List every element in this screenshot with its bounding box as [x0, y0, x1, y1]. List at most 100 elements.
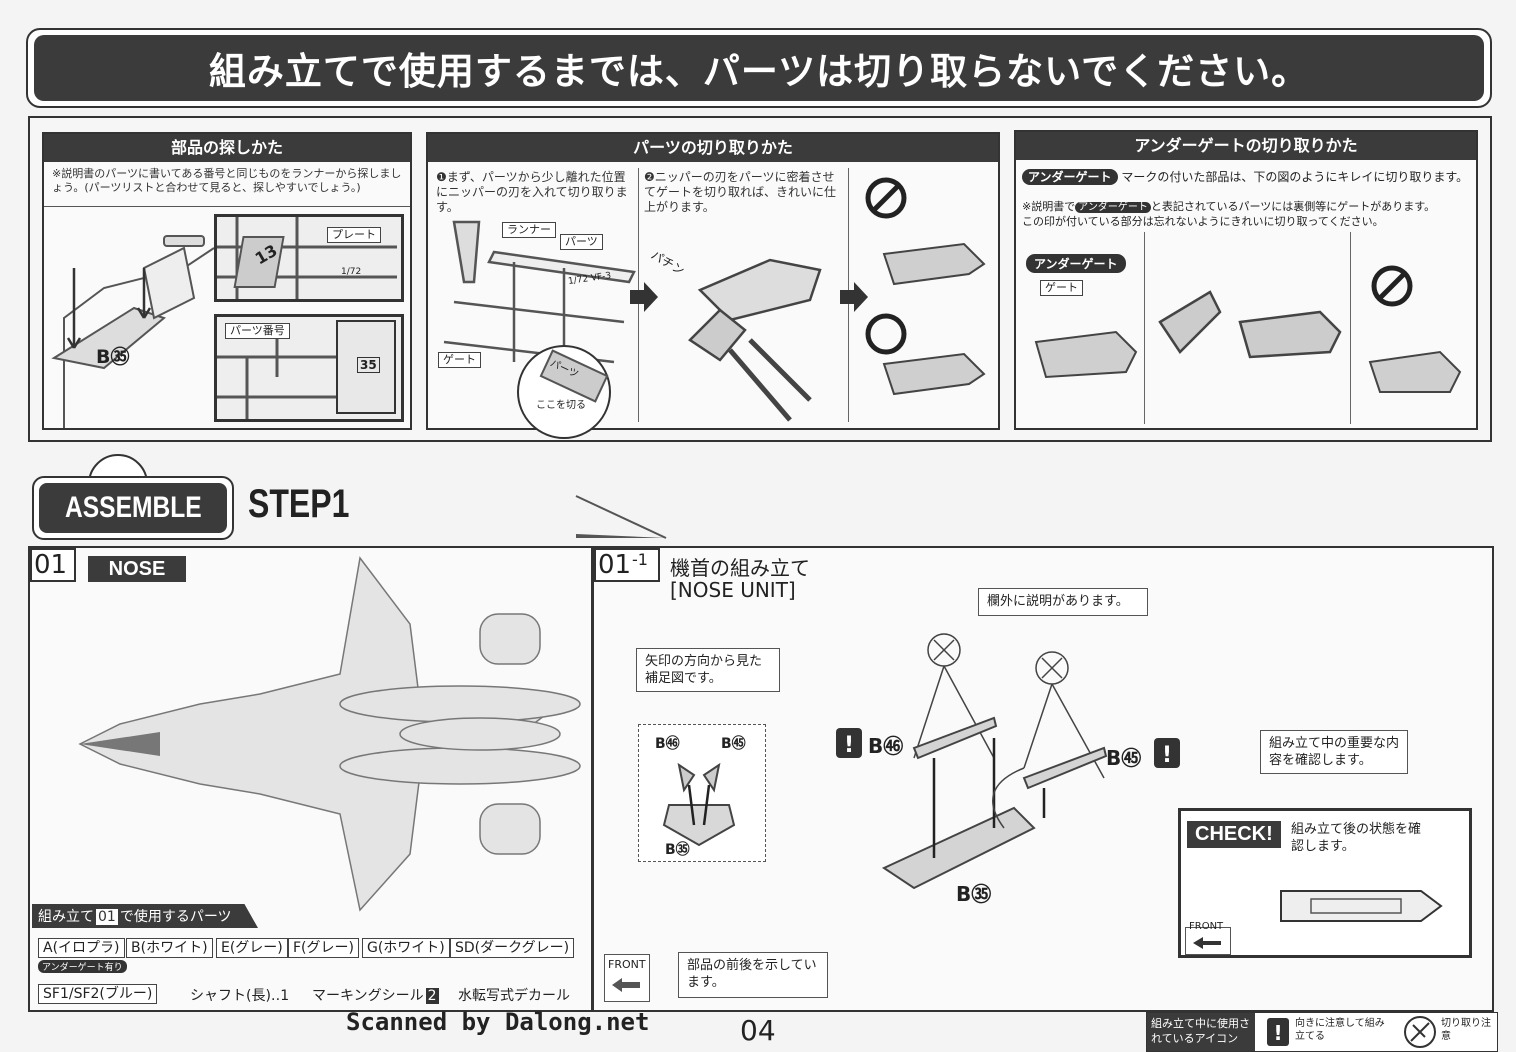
legend-caution: 向きに注意して組み立てる: [1295, 1018, 1385, 1042]
section-011-sub: -1: [632, 550, 648, 569]
aircraft-illustration: [78, 556, 581, 912]
front-legend-label: FRONT: [608, 958, 646, 971]
step-arrow-2: [840, 282, 868, 312]
marking-sticker-num: 2: [425, 988, 439, 1004]
panel-under-gate: アンダーゲートの切り取りかた アンダーゲート マークの付いた部品は、下の図のよう…: [1014, 130, 1478, 430]
front-arrow-icon: [1193, 937, 1221, 949]
section-011-title-en: [NOSE UNIT]: [670, 578, 796, 602]
part-runner-f: F(グレー): [288, 938, 359, 958]
gate-label: ゲート: [438, 352, 481, 368]
part-runner-a: A(イロプラ): [38, 938, 125, 958]
under-gate-gate-label: ゲート: [1040, 280, 1083, 296]
shaft-part: シャフト(長)‥1: [190, 988, 290, 1004]
parts-label: パーツ: [560, 234, 603, 250]
part-code-label: B㉟: [96, 346, 130, 368]
under-gate-part-1: [1034, 330, 1138, 379]
step-arrow-1: [630, 282, 658, 312]
runner-cut-illustration: [443, 220, 636, 439]
page-number: 04: [740, 1014, 776, 1047]
front-legend-arrow: [612, 978, 640, 992]
note-see-margin: 欄外に説明があります。: [978, 588, 1148, 616]
caution-icon: !: [1267, 1018, 1289, 1046]
under-gate-line3: この印が付いている部分は忘れないようにきれいに切り取ってください。: [1022, 215, 1384, 228]
under-gate-line1: マークの付いた部品は、下の図のようにキレイに切り取ります。: [1121, 170, 1469, 184]
under-gate-note: アンダーゲート有り: [38, 960, 127, 973]
panel-find-parts-title: 部品の探しかた: [44, 134, 410, 162]
section-011-title-jp: 機首の組み立て: [670, 556, 810, 580]
section-01-num: 01: [34, 550, 68, 580]
cut-step1-text: ❶まず、パーツから少し離れた位置にニッパーの刃を入れて切り取ります。: [436, 170, 628, 214]
icon-legend: 組み立て中に使用されているアイコン ! 向きに注意して組み立てる 切り取り注意: [1146, 1012, 1498, 1052]
plate-label: プレート: [327, 227, 381, 243]
assemble-label: ASSEMBLE: [64, 491, 202, 524]
under-gate-badge-2: アンダーゲート: [1075, 202, 1151, 213]
part-runner-e: E(グレー): [216, 938, 288, 958]
alert-icon-1: !: [836, 728, 862, 758]
under-gate-badge-1: アンダーゲート: [1022, 169, 1118, 185]
cut-result-parts: [882, 242, 986, 396]
supplementary-view: B㊻ B㊺ B㉟: [638, 724, 766, 862]
part-number-label: パーツ番号: [225, 323, 290, 339]
panel-under-gate-title: アンダーゲートの切り取りかた: [1016, 132, 1476, 160]
part-b46: B㊻: [868, 734, 904, 758]
under-gate-line2: と表記されているパーツには裏側等にゲートがあります。: [1150, 200, 1436, 213]
icon-legend-title: 組み立て中に使用されているアイコン: [1147, 1013, 1255, 1051]
banner-text: 組み立てで使用するまでは、パーツは切り取らないでください。: [208, 50, 1310, 93]
part-number-mark: 35: [357, 357, 380, 373]
part-number-zoom: パーツ番号 35: [214, 314, 404, 422]
under-gate-line2-prefix: ※説明書で: [1022, 200, 1076, 213]
part-b45: B㊺: [1106, 746, 1142, 770]
svg-text:!: !: [844, 733, 854, 758]
part-runner-g: G(ホワイト): [362, 938, 450, 958]
scanned-credit: Scanned by Dalong.net: [346, 1008, 650, 1036]
check-front-label: FRONT: [1189, 921, 1224, 932]
section-01-name: NOSE: [88, 556, 186, 582]
svg-text:!: !: [1273, 1021, 1282, 1045]
note-front-back: 部品の前後を示しています。: [678, 952, 828, 998]
section-011-num: 01: [598, 550, 632, 580]
parts-header: 組み立て: [38, 909, 94, 925]
svg-text:!: !: [1162, 743, 1172, 768]
cut-here-label: ここを切る: [536, 400, 586, 411]
under-gate-part-3: [1368, 350, 1462, 393]
section-01-1-nose-unit: 01 -1 機首の組み立て [NOSE UNIT] 欄外に説明があります。 矢印…: [592, 546, 1494, 1012]
marking-sticker: マーキングシール: [312, 988, 424, 1004]
note-arrow-view: 矢印の方向から見た補足図です。: [636, 648, 780, 692]
ok-icon: [865, 313, 907, 355]
part-runner-sd: SD(ダークグレー): [450, 938, 575, 958]
ng-icon: [865, 177, 907, 219]
under-gate-part-2: [1158, 290, 1342, 359]
step-label: STEP1: [248, 482, 350, 526]
parts-header-suffix: で使用するパーツ: [119, 909, 232, 925]
panel-cut-parts-title: パーツの切り取りかた: [428, 134, 998, 162]
part-b35: B㉟: [956, 882, 992, 906]
step-underline: [246, 495, 667, 539]
cut-step2-text: ❷ニッパーの刃をパーツに密着させてゲートを切り取れば、きれいに仕上がります。: [644, 170, 837, 214]
panel-find-parts-desc: ※説明書のパーツに書いてある番号と同じものをランナーから探しましょう。(パーツリ…: [52, 167, 402, 194]
supp-b46: B㊻: [655, 736, 680, 752]
parts-header-num: 01: [96, 909, 118, 925]
check-text: 組み立て後の状態を確認します。: [1291, 822, 1422, 854]
part-runner-sf: SF1/SF2(ブルー): [38, 984, 158, 1004]
legend-cut: 切り取り注意: [1441, 1018, 1491, 1042]
check-box: CHECK! 組み立て後の状態を確認します。 FRONT: [1178, 808, 1472, 958]
top-banner: 組み立てで使用するまでは、パーツは切り取らないでください。: [26, 28, 1492, 108]
water-decal: 水転写式デカール: [458, 988, 570, 1004]
part-runner-b: B(ホワイト): [126, 938, 213, 958]
nose-assembly-illustration: [881, 633, 1108, 890]
panel-find-parts: 部品の探しかた ※説明書のパーツに書いてある番号と同じものをランナーから探しまし…: [42, 132, 412, 530]
plate-zoom: 13 1/72 プレート: [214, 214, 404, 302]
runner-label: ランナー: [502, 222, 556, 238]
check-badge: CHECK!: [1187, 821, 1281, 848]
supp-b45: B㊺: [721, 736, 746, 752]
under-gate-badge-3: アンダーゲート: [1026, 254, 1126, 273]
ng-icon-2: [1371, 265, 1413, 307]
panel-cut-parts: パーツの切り取りかた ❶まず、パーツから少し離れた位置にニッパーの刃を入れて切り…: [426, 132, 1000, 439]
nipper-illustration: [688, 258, 822, 422]
assemble-badge: ASSEMBLE: [32, 476, 234, 540]
supp-b35: B㉟: [665, 842, 690, 858]
alert-icon-2: !: [1154, 738, 1180, 768]
plate-scale: 1/72: [341, 267, 362, 277]
cut-caution-icon: [1404, 1016, 1436, 1048]
